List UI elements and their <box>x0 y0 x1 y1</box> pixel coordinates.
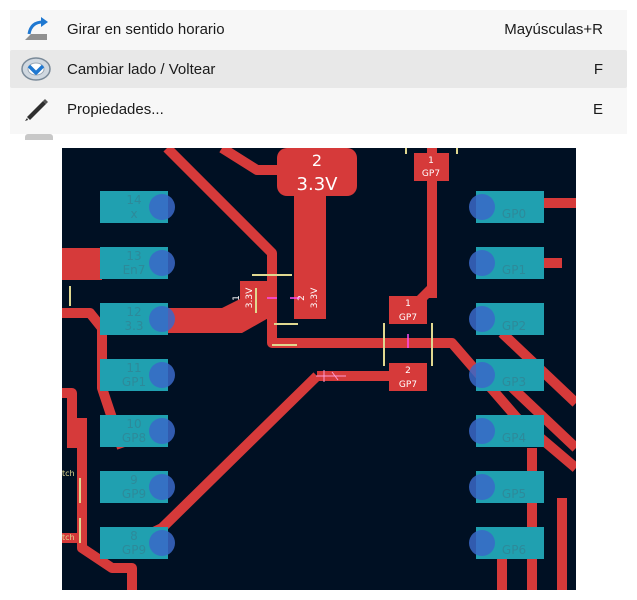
menu-item-properties[interactable]: Propiedades... E <box>10 90 627 128</box>
menu-item-label: Girar en sentido horario <box>67 20 225 38</box>
pad-pin-number: 1 <box>428 156 434 166</box>
resistor-pin-1-net: 3.3V <box>245 287 255 308</box>
track <box>77 418 137 590</box>
pad-net: GP4 <box>502 431 526 445</box>
pad-net: GP1 <box>502 263 526 277</box>
pad-via <box>469 530 495 556</box>
edge-label: tch <box>62 469 75 478</box>
pad-via <box>149 474 175 500</box>
pad-number: 8 <box>130 529 138 543</box>
pad-gp7-top <box>414 153 449 181</box>
pad-number: 14 <box>126 193 141 207</box>
resistor-pin-1-number: 1 <box>232 295 242 301</box>
pad-via <box>469 362 495 388</box>
track-block-left <box>62 248 102 280</box>
left-pads: 14 x 13 En7 12 3.3 11 GP1 10 GP8 9 GP9 8… <box>100 191 175 559</box>
pad-via <box>469 194 495 220</box>
pad-net-label: GP7 <box>422 169 440 179</box>
menu-partial-next-item <box>25 134 53 140</box>
pad-net-label: 3.3V <box>297 174 339 195</box>
pad-via <box>149 530 175 556</box>
pad-via <box>149 250 175 276</box>
pad-via <box>469 306 495 332</box>
menu-item-label: Cambiar lado / Voltear <box>67 60 216 78</box>
pad-net: GP1 <box>122 375 146 389</box>
pad-net: GP8 <box>122 431 146 445</box>
pad-number: 11 <box>126 361 141 375</box>
capacitor-pad-2 <box>389 363 427 391</box>
menu-item-shortcut: Mayúsculas+R <box>504 20 603 38</box>
pad-via <box>469 474 495 500</box>
pad-number: 13 <box>126 249 141 263</box>
menu-item-shortcut: F <box>593 60 603 78</box>
pcb-editor-canvas[interactable]: 2 3.3V 1 GP7 1 3.3V 2 3.3V <box>62 148 576 590</box>
pad-net: GP9 <box>122 487 146 501</box>
resistor-pin-2-net: 3.3V <box>310 287 320 308</box>
pad-top-component <box>277 148 357 196</box>
pad-pin-number: 2 <box>312 151 322 170</box>
pad-net: GP6 <box>502 543 526 557</box>
resistor-footprint: 1 3.3V 2 3.3V <box>232 274 326 346</box>
resistor-pin-2-number: 2 <box>297 295 307 301</box>
pad-net: GP3 <box>502 375 526 389</box>
pad-number: 12 <box>126 305 141 319</box>
menu-item-flip-side[interactable]: Cambiar lado / Voltear F <box>10 50 627 88</box>
flip-side-icon <box>20 53 52 85</box>
capacitor-pin-1-number: 1 <box>405 299 411 309</box>
pad-net: GP9 <box>122 543 146 557</box>
capacitor-pin-2-net: GP7 <box>399 380 417 390</box>
capacitor-footprint: 1 GP7 2 GP7 <box>383 296 433 391</box>
pad-number: 10 <box>126 417 141 431</box>
pencil-icon <box>20 93 52 125</box>
capacitor-pin-2-number: 2 <box>405 366 411 376</box>
pad-via <box>469 250 495 276</box>
pad-net: GP2 <box>502 319 526 333</box>
menu-item-shortcut: E <box>592 100 603 118</box>
pad-via <box>149 194 175 220</box>
crosshair-cursor-icon <box>316 370 346 382</box>
rotate-clockwise-icon <box>20 13 52 45</box>
pad-net: 3.3 <box>124 319 143 333</box>
pad-via <box>469 418 495 444</box>
pad-net: GP5 <box>502 487 526 501</box>
pad-net: En7 <box>123 263 146 277</box>
pad-via <box>149 306 175 332</box>
pad-via <box>149 418 175 444</box>
capacitor-pad-1 <box>389 296 427 324</box>
track <box>62 388 77 448</box>
menu-item-label: Propiedades... <box>67 100 164 118</box>
resistor-pad-2 <box>294 281 326 319</box>
pad-net: GP0 <box>502 207 526 221</box>
capacitor-pin-1-net: GP7 <box>399 313 417 323</box>
pad-net: x <box>130 207 137 221</box>
right-pads: GP0 GP1 GP2 GP3 GP4 GP5 GP6 <box>469 191 544 559</box>
pad-number: 9 <box>130 473 138 487</box>
track <box>134 372 321 545</box>
pad-via <box>149 362 175 388</box>
edge-label: tch <box>62 533 75 542</box>
context-menu: Girar en sentido horario Mayúsculas+R Ca… <box>10 10 627 140</box>
menu-item-rotate-clockwise[interactable]: Girar en sentido horario Mayúsculas+R <box>10 10 627 48</box>
